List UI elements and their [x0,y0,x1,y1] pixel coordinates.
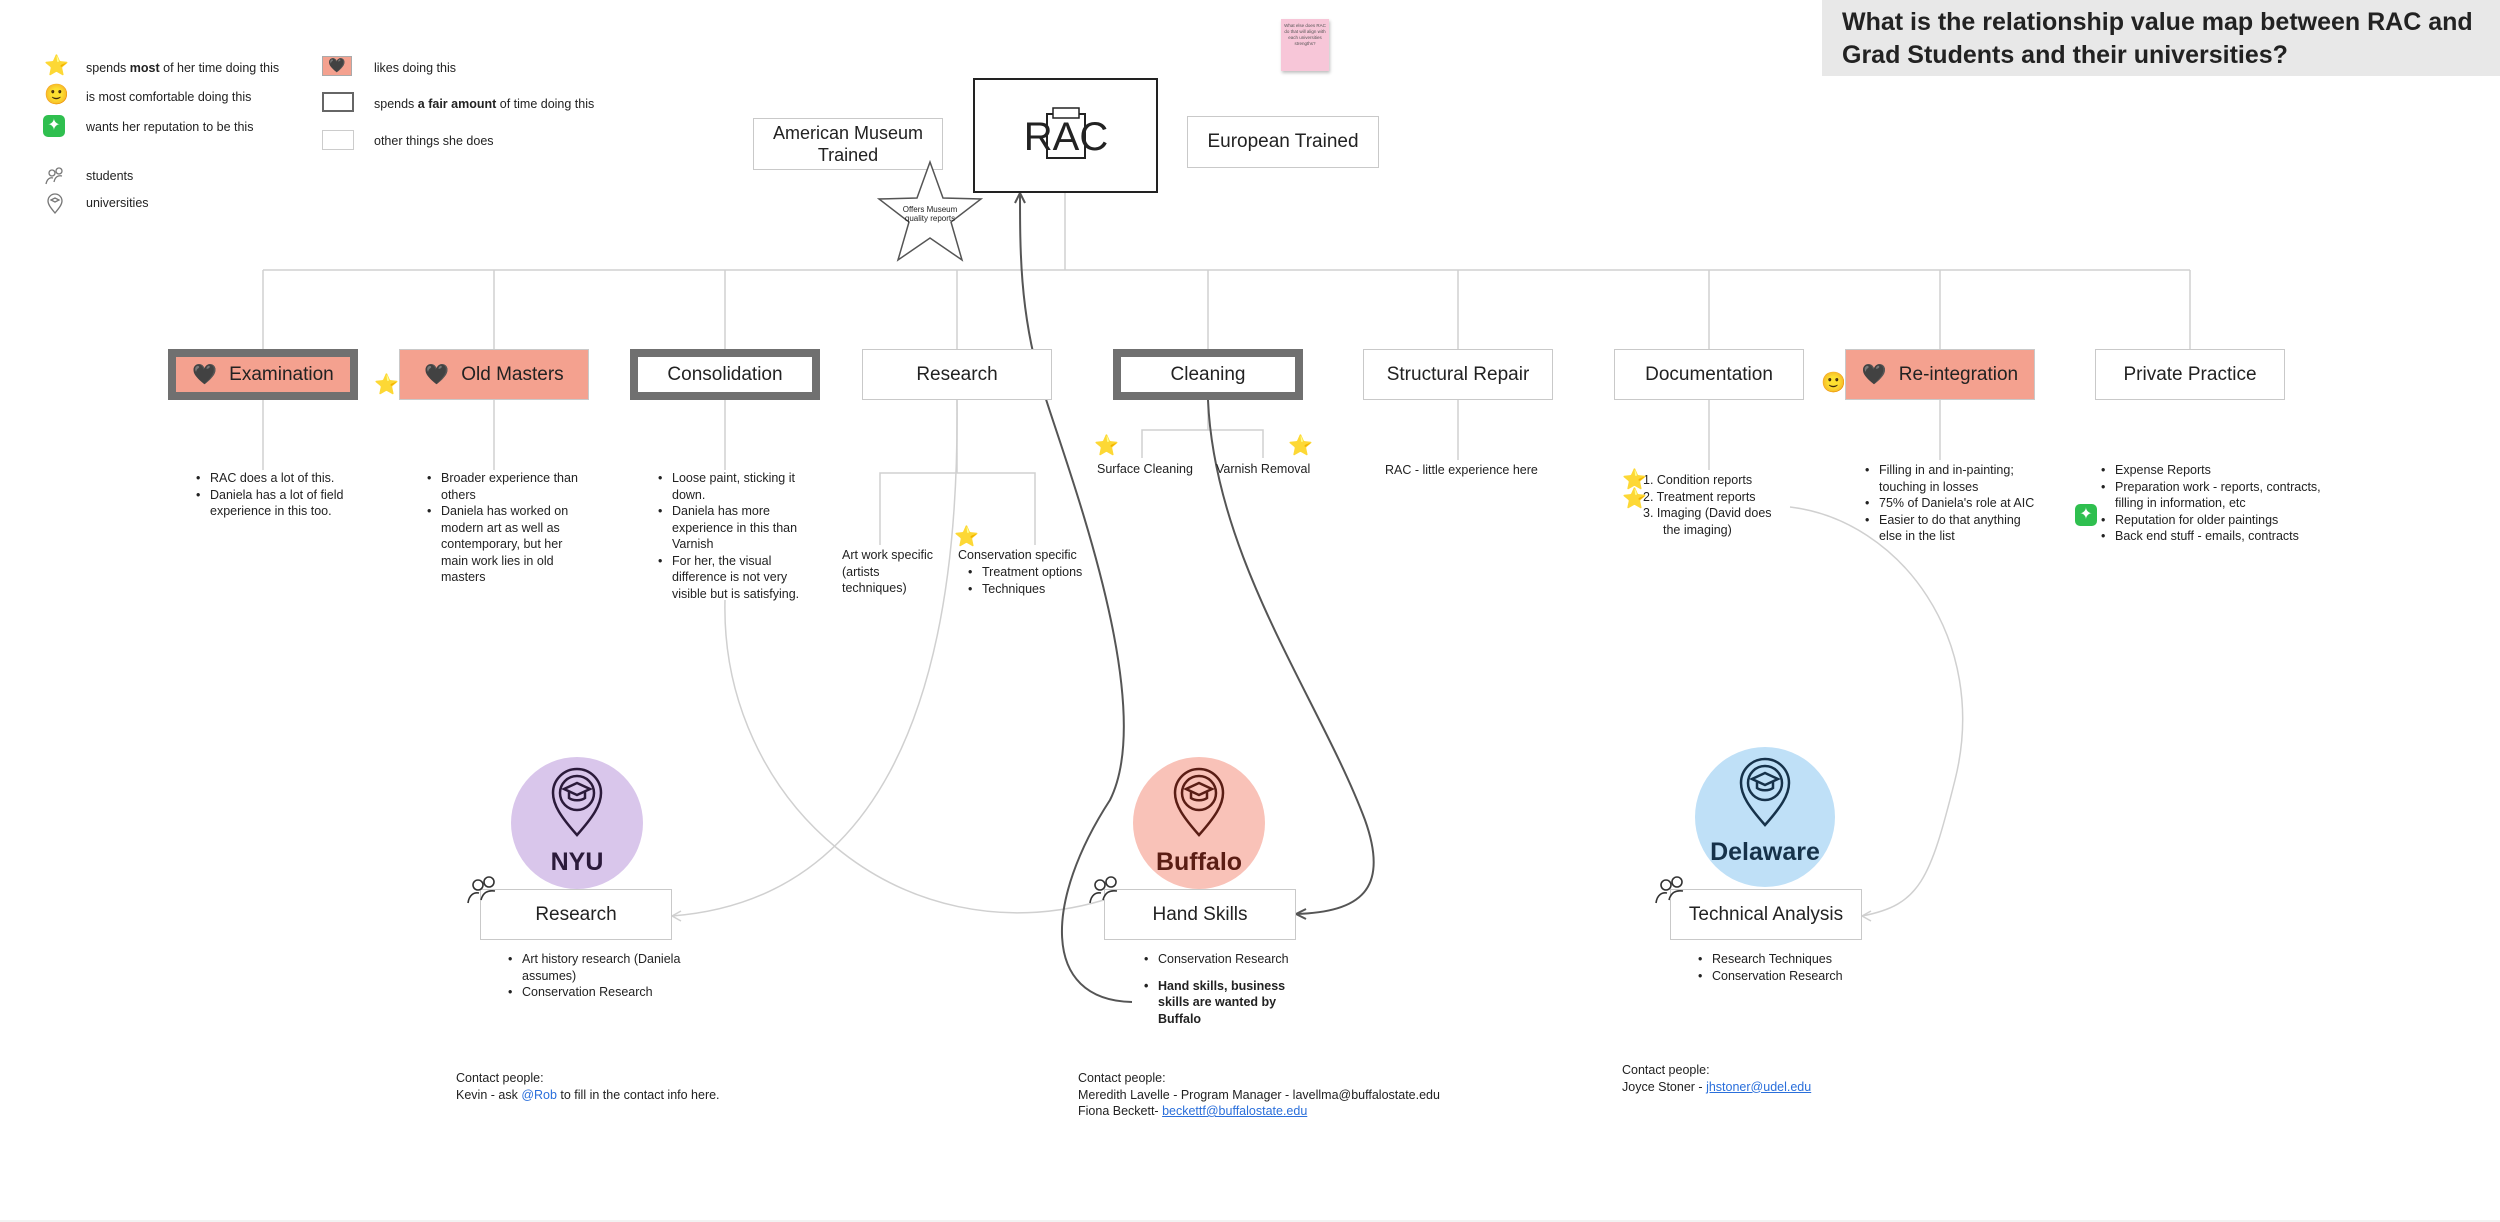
rac-logo-text: RAC [1023,115,1107,159]
page-title: What is the relationship value map betwe… [1822,0,2500,76]
legend-students: students [86,169,134,183]
delaware-contact: Contact people: Joyce Stoner - jhstoner@… [1622,1063,1812,1094]
buffalo-contact: Contact people: Meredith Lavelle - Progr… [1078,1071,1440,1118]
buffalo-details: Conservation Research Hand skills, busin… [1138,951,1318,1027]
students-icon [1655,876,1684,904]
legend-comfortable: is most comfortable doing this [86,90,252,104]
delaware-technical-analysis-box[interactable]: Technical Analysis [1670,889,1862,940]
activity-re-integration[interactable]: 🖤Re-integration [1845,349,2035,400]
examination-details: RAC does a lot of this. Daniela has a lo… [190,470,380,520]
buffalo-hand-skills-box[interactable]: Hand Skills [1104,889,1296,940]
legend-likes-swatch: 🖤 [322,56,352,76]
black-heart-icon: 🖤 [328,57,346,73]
surface-cleaning: Surface Cleaning [1097,462,1193,476]
university-buffalo[interactable]: Buffalo [1133,757,1265,889]
black-heart-icon: 🖤 [1861,364,1887,386]
legend-other: other things she does [374,134,494,148]
activity-documentation[interactable]: Documentation [1614,349,1804,400]
research-art-specific: Art work specific (artists techniques) [842,548,933,595]
mention-rob[interactable]: @Rob [521,1087,557,1102]
legend-most-time: spends most of her time doing this [86,61,280,75]
european-trained[interactable]: European Trained [1187,116,1379,168]
star-icon: ⭐ [374,374,399,396]
activity-examination[interactable]: 🖤Examination [168,349,358,400]
activity-old-masters[interactable]: 🖤Old Masters [399,349,589,400]
university-pin-icon [1173,767,1225,837]
legend-reputation: wants her reputation to be this [86,120,254,134]
smile-icon: 🙂 [1821,372,1846,394]
legend-fair-swatch [322,92,354,112]
varnish-removal: Varnish Removal [1216,462,1311,476]
rac-logo: RAC [1023,106,1108,159]
private-practice-details: Expense Reports Preparation work - repor… [2095,462,2330,545]
students-icon [1089,876,1118,904]
offers-museum-note: Offers Museum quality reports [902,205,958,223]
legend-other-swatch [322,130,354,150]
old-masters-details: Broader experience than others Daniela h… [421,470,591,586]
legend-likes: likes doing this [374,61,456,75]
reintegration-details: Filling in and in-painting; touching in … [1859,462,2039,545]
nyu-details: Art history research (Daniela assumes) C… [502,951,682,1001]
activity-structural-repair[interactable]: Structural Repair [1363,349,1553,400]
star-icon: ⭐ [44,55,69,77]
legend-universities: universities [86,196,149,210]
star-icon: ⭐ [1622,469,1647,491]
sticky-note[interactable]: What else does RAC do that will align wi… [1281,19,1329,71]
black-heart-icon: 🖤 [192,364,218,386]
star-icon: ⭐ [1288,435,1313,457]
consolidation-details: Loose paint, sticking it down. Daniela h… [652,470,822,602]
university-pin-icon [551,767,603,837]
students-icon [45,167,63,185]
activity-private-practice[interactable]: Private Practice [2095,349,2285,400]
email-link-stoner[interactable]: jhstoner@udel.edu [1706,1079,1812,1094]
rac-logo-box[interactable]: RAC [973,78,1158,193]
star-icon: ⭐ [1094,435,1119,457]
research-conservation-list: Treatment options Techniques [962,564,1122,597]
research-conservation-title: Conservation specific [958,548,1077,562]
structural-repair-note: RAC - little experience here [1385,463,1538,477]
american-museum-trained[interactable]: American Museum Trained [753,118,943,170]
delaware-details: Research Techniques Conservation Researc… [1692,951,1872,984]
star-icon: ⭐ [954,526,979,548]
activity-cleaning[interactable]: Cleaning [1113,349,1303,400]
university-nyu[interactable]: NYU [511,757,643,889]
star-icon: ⭐ [1622,488,1647,510]
university-name: Delaware [1710,838,1820,866]
university-pin-icon [47,193,63,214]
sparkle-icon: ✦ [43,115,65,137]
email-link-beckett[interactable]: beckettf@buffalostate.edu [1162,1104,1308,1118]
activity-consolidation[interactable]: Consolidation [630,349,820,400]
university-name: NYU [550,848,604,876]
university-pin-icon [1739,757,1791,827]
nyu-contact: Contact people: Kevin - ask @Rob to fill… [456,1071,720,1102]
students-icon [467,876,496,904]
university-name: Buffalo [1155,848,1243,876]
legend-fair-amount: spends a fair amount of time doing this [374,97,595,111]
university-delaware[interactable]: Delaware [1695,747,1835,887]
offers-museum-star[interactable] [876,160,984,264]
nyu-research-box[interactable]: Research [480,889,672,940]
documentation-details: 1. Condition reports 2. Treatment report… [1643,473,1772,537]
activity-research[interactable]: Research [862,349,1052,400]
bottom-divider [0,1220,2500,1222]
black-heart-icon: 🖤 [424,364,450,386]
smile-icon: 🙂 [44,84,69,106]
sparkle-icon: ✦ [2075,504,2097,526]
